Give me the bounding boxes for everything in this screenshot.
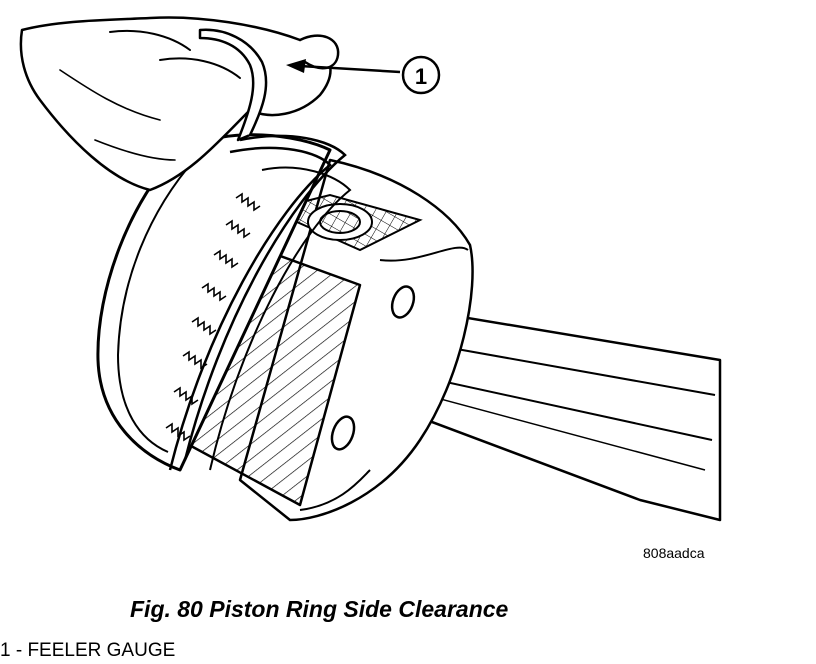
ring-groove-detail bbox=[165, 192, 261, 442]
wrist-pin-bore bbox=[266, 193, 423, 252]
legend-item: 1 - FEELER GAUGE bbox=[0, 640, 176, 661]
callout-leader bbox=[286, 59, 401, 74]
piston-rings bbox=[168, 134, 352, 471]
callout-bubble: 1 bbox=[401, 55, 441, 95]
piston-ring-illustration: 1 bbox=[19, 16, 722, 522]
feeler-gauge bbox=[198, 28, 268, 142]
figure-reference-code: 808aadca bbox=[643, 545, 705, 561]
callout-number: 1 bbox=[415, 64, 427, 89]
figure-caption: Fig. 80 Piston Ring Side Clearance bbox=[130, 596, 509, 622]
